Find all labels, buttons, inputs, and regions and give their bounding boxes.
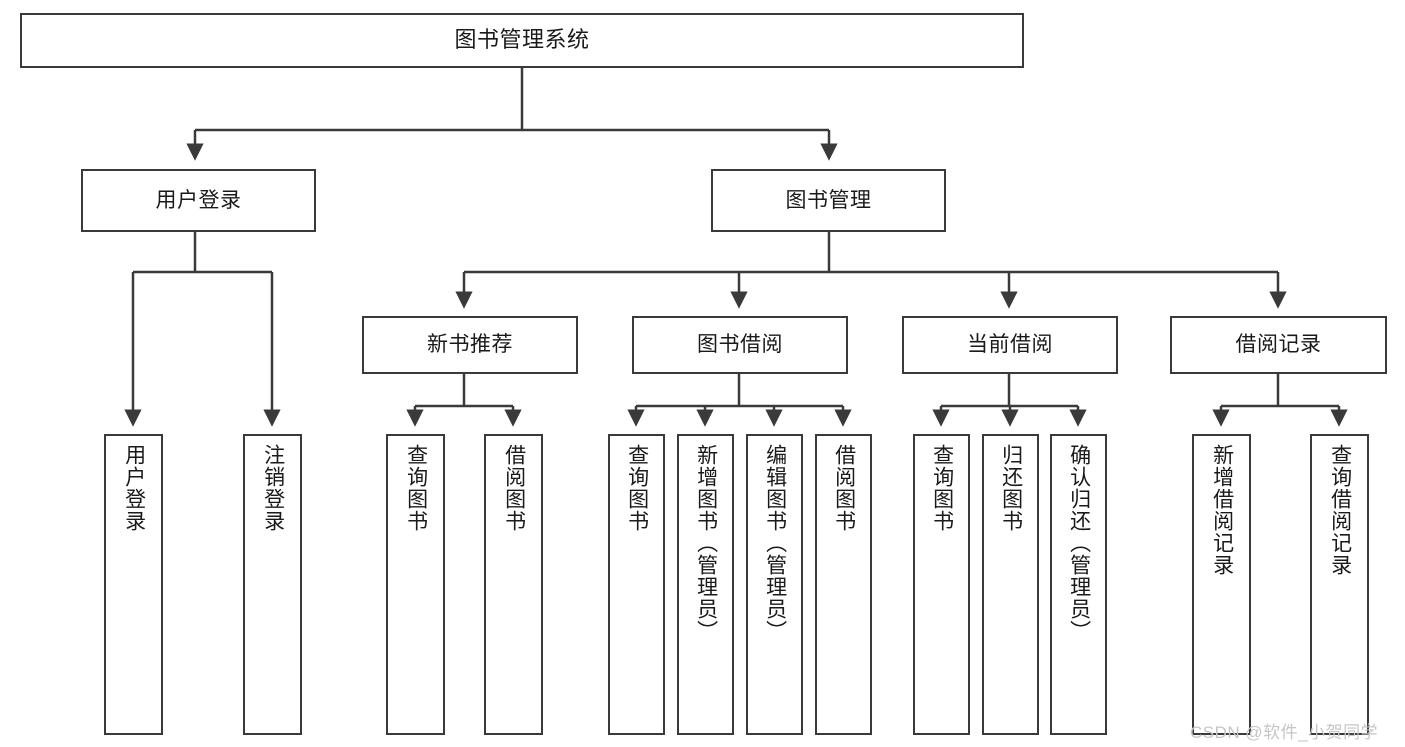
node-book-borrow-label: 图书借阅 (697, 333, 783, 357)
node-leaf-borrow-book-1[interactable]: 借阅图书 (484, 434, 543, 735)
node-new-book-rec-label: 新书推荐 (427, 333, 513, 357)
node-book-manage[interactable]: 图书管理 (711, 169, 946, 232)
node-user-login-label: 用户登录 (155, 188, 242, 212)
node-leaf-confirm-return-label: 确认归还（管理员） (1067, 444, 1091, 642)
node-leaf-borrow-book-1-label: 借阅图书 (502, 444, 526, 532)
node-book-manage-label: 图书管理 (785, 188, 872, 212)
node-leaf-user-logout-label: 注销登录 (261, 444, 285, 532)
node-leaf-user-login-label: 用户登录 (122, 444, 146, 532)
node-root-label: 图书管理系统 (454, 27, 590, 53)
node-leaf-borrow-book-2-label: 借阅图书 (832, 444, 856, 532)
node-leaf-query-book-3[interactable]: 查询图书 (913, 434, 970, 735)
node-leaf-user-logout[interactable]: 注销登录 (243, 434, 302, 735)
node-leaf-add-book[interactable]: 新增图书（管理员） (677, 434, 734, 735)
node-leaf-query-book-2[interactable]: 查询图书 (608, 434, 665, 735)
node-leaf-query-record[interactable]: 查询借阅记录 (1310, 434, 1369, 735)
node-leaf-add-book-label: 新增图书（管理员） (694, 444, 718, 642)
node-book-borrow[interactable]: 图书借阅 (632, 316, 848, 374)
node-leaf-edit-book-label: 编辑图书（管理员） (763, 444, 787, 642)
node-current-borrow-label: 当前借阅 (967, 333, 1053, 357)
node-new-book-rec[interactable]: 新书推荐 (362, 316, 578, 374)
node-leaf-query-record-label: 查询借阅记录 (1328, 444, 1352, 576)
node-leaf-query-book-1-label: 查询图书 (404, 444, 428, 532)
node-borrow-record[interactable]: 借阅记录 (1170, 316, 1387, 374)
node-leaf-add-record[interactable]: 新增借阅记录 (1192, 434, 1251, 735)
node-leaf-user-login[interactable]: 用户登录 (104, 434, 163, 735)
node-leaf-return-book[interactable]: 归还图书 (982, 434, 1039, 735)
node-leaf-add-record-label: 新增借阅记录 (1210, 444, 1234, 576)
node-leaf-confirm-return[interactable]: 确认归还（管理员） (1050, 434, 1107, 735)
node-leaf-borrow-book-2[interactable]: 借阅图书 (815, 434, 872, 735)
node-root[interactable]: 图书管理系统 (20, 13, 1024, 68)
node-user-login[interactable]: 用户登录 (81, 169, 316, 232)
node-leaf-query-book-2-label: 查询图书 (625, 444, 649, 532)
node-borrow-record-label: 借阅记录 (1235, 333, 1322, 357)
node-current-borrow[interactable]: 当前借阅 (902, 316, 1118, 374)
csdn-watermark: CSDN @软件_小贺同学 (1190, 723, 1379, 742)
node-leaf-query-book-3-label: 查询图书 (930, 444, 954, 532)
node-leaf-query-book-1[interactable]: 查询图书 (386, 434, 445, 735)
node-leaf-edit-book[interactable]: 编辑图书（管理员） (746, 434, 803, 735)
node-leaf-return-book-label: 归还图书 (999, 444, 1023, 532)
